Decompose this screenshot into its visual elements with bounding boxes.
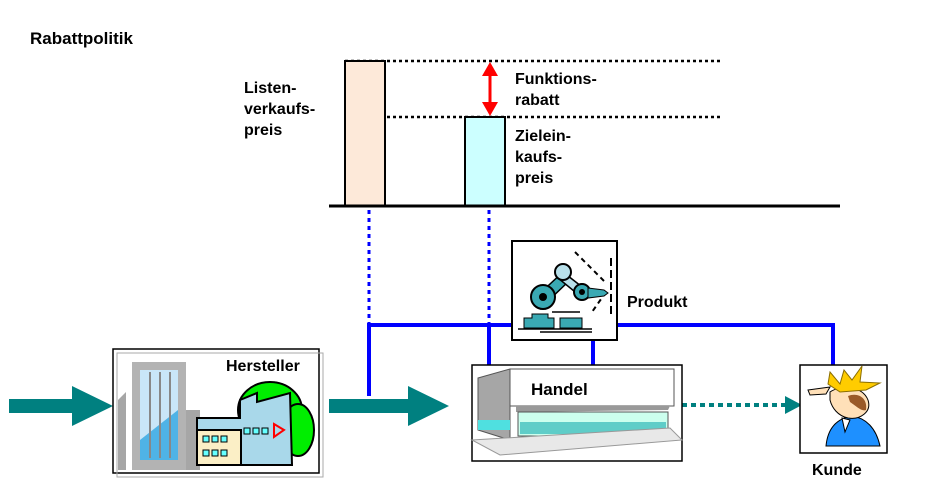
discount-label: Funktions- rabatt [515,71,597,109]
trade-node [470,364,684,462]
manufacturer-label: Hersteller [226,358,300,375]
manufacturer-node [112,348,324,478]
diagram-title: Rabattpolitik [30,29,133,48]
trade-to-customer-dotted-arrow [682,396,802,414]
discount-double-arrow [482,62,498,116]
customer-node [799,364,888,454]
office-building-icon [118,362,200,470]
customer-label: Kunde [812,462,862,479]
manufacturer-to-trade-arrow [329,386,449,426]
target-price-bar [464,116,506,207]
factory-icon [196,381,315,466]
robot-arm-icon [518,251,612,333]
list-price-bar [344,60,386,207]
trade-label: Handel [531,380,588,399]
product-label: Produkt [627,294,688,311]
product-node [511,240,618,341]
store-building-icon [470,368,684,456]
list-price-label: Listen- verkaufs- preis [244,80,316,139]
target-price-label: Zielein- kaufs- preis [515,128,572,187]
king-customer-icon [807,365,882,447]
input-flow-arrow [9,386,113,426]
